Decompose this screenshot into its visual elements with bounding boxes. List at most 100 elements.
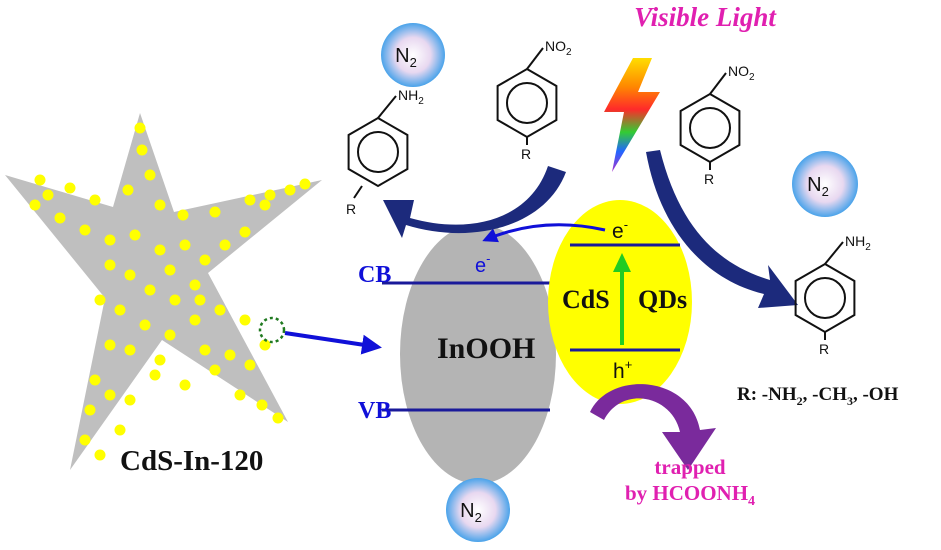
quantum-dot [169,294,181,306]
quantum-dot [94,449,106,461]
quantum-dot [144,284,156,296]
svg-text:NO2: NO2 [545,38,572,58]
quantum-dot [199,254,211,266]
quantum-dot [84,404,96,416]
svg-text:N2: N2 [460,500,482,525]
r-groups-label: R: -NH2, -CH3, -OH [737,384,899,408]
visible-light-label: Visible Light [634,2,777,32]
vb-label: VB [358,398,391,424]
aniline-molecule-left: NH2 R [346,87,424,217]
quantum-dot [104,234,116,246]
quantum-dot [136,144,148,156]
aniline-molecule-right: NH2 R [794,233,871,357]
excitation-arrow-head [613,253,631,272]
quantum-dot [104,389,116,401]
quantum-dot [177,209,189,221]
quantum-dot [154,354,166,366]
quantum-dot [104,259,116,271]
cb-label: CB [358,262,391,288]
svg-text:R: R [521,146,531,162]
trapped-label-1: trapped [654,455,725,479]
quantum-dot [104,339,116,351]
quantum-dots [29,122,311,461]
quantum-dot [114,424,126,436]
quantum-dot [34,174,46,186]
zoom-arrow [284,331,382,355]
quantum-dot [89,374,101,386]
star-label: CdS-In-120 [120,445,263,477]
svg-text:R: R [704,171,714,187]
cds-hole: h+ [613,357,632,383]
reduction-arrow-left [383,166,566,238]
quantum-dot [54,212,66,224]
quantum-dot [264,189,276,201]
quantum-dot [272,412,284,424]
quantum-dot [189,314,201,326]
n2-bubble-top: N2 [381,23,445,87]
n2-bubble-right: N2 [792,151,858,217]
quantum-dot [214,304,226,316]
magnify-circle [258,316,286,344]
quantum-dot [194,294,206,306]
quantum-dot [259,199,271,211]
svg-text:N2: N2 [807,174,829,199]
quantum-dot [154,244,166,256]
quantum-dot [144,169,156,181]
quantum-dot [209,206,221,218]
quantum-dot [42,189,54,201]
quantum-dot [199,344,211,356]
quantum-dot [209,364,221,376]
svg-text:N2: N2 [395,45,417,70]
quantum-dot [299,178,311,190]
star-particle [5,113,322,470]
quantum-dot [164,329,176,341]
quantum-dot [94,294,106,306]
quantum-dot [164,264,176,276]
quantum-dot [89,194,101,206]
inooh-label: InOOH [437,332,535,365]
quantum-dot [129,229,141,241]
quantum-dot [149,369,161,381]
svg-text:R: R [346,201,356,217]
quantum-dot [179,239,191,251]
svg-text:NO2: NO2 [728,63,755,83]
quantum-dot [154,199,166,211]
svg-text:NH2: NH2 [398,87,424,107]
quantum-dot [124,269,136,281]
quantum-dot [79,434,91,446]
quantum-dot [219,239,231,251]
nitrobenzene-molecule-right: NO2 R [679,63,755,187]
inooh-electron: e- [475,251,490,277]
quantum-dot [134,122,146,134]
electron-transfer-arrow [482,223,606,243]
inooh-ellipse [400,224,556,484]
svg-text:R: R [819,341,829,357]
quantum-dot [224,349,236,361]
quantum-dot [139,319,151,331]
quantum-dot [234,389,246,401]
quantum-dot [79,224,91,236]
quantum-dot [244,359,256,371]
nitrobenzene-molecule-middle: NO2 R [496,38,572,162]
trapped-label-2: by HCOONH4 [625,481,755,509]
quantum-dot [179,379,191,391]
quantum-dot [256,399,268,411]
quantum-dot [124,394,136,406]
lightning-bolt-icon [604,58,660,172]
quantum-dot [284,184,296,196]
quantum-dot [189,279,201,291]
quantum-dot [122,184,134,196]
hole-trap-arrow [590,384,716,470]
quantum-dot [239,314,251,326]
n2-bubble-bottom: N2 [446,478,510,542]
quantum-dot [124,344,136,356]
quantum-dot [114,304,126,316]
quantum-dot [259,339,271,351]
cds-electron: e- [612,217,628,243]
reduction-arrow-right [646,150,798,308]
svg-text:NH2: NH2 [845,233,871,253]
quantum-dot [64,182,76,194]
quantum-dot [29,199,41,211]
